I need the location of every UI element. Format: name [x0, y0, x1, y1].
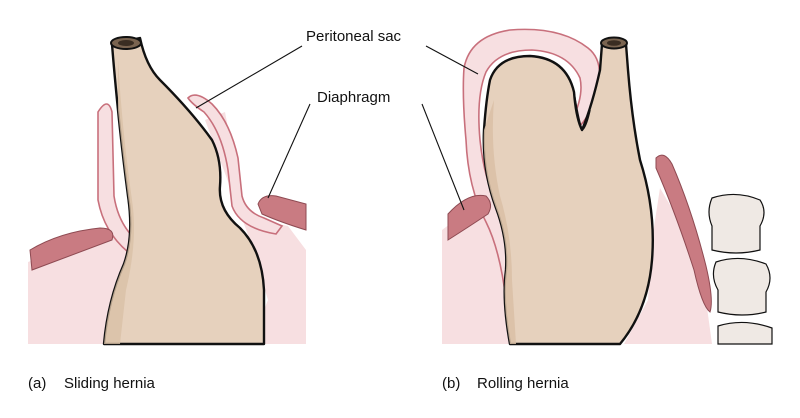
diaphragm-right [257, 195, 307, 231]
caption-b-text: Rolling hernia [477, 375, 569, 392]
label-peritoneal-sac: Peritoneal sac [306, 28, 402, 45]
vertebral-column [708, 193, 773, 345]
vertebra-1 [708, 193, 765, 254]
label-diaphragm: Diaphragm [317, 89, 390, 106]
rolling-sac [462, 28, 601, 301]
leader-diaphragm-a [267, 103, 311, 199]
caption-a-letter: (a) [28, 375, 46, 392]
caption-b-letter: (b) [442, 375, 460, 392]
peritoneal-space-b-right [624, 188, 712, 344]
leader-peritoneal-sac-b [425, 45, 479, 75]
stomach-rolling-fold [573, 91, 591, 132]
panel-sliding-hernia [28, 36, 307, 346]
diaphragm-left [29, 227, 114, 271]
diaphragm-left-b [447, 194, 492, 241]
vertebra-2 [712, 257, 771, 316]
leader-peritoneal-sac-a [195, 45, 303, 109]
stomach-rolling-shade [483, 100, 516, 344]
sac-fold-right [186, 94, 284, 235]
oesophagus-lumen-a [118, 40, 134, 46]
sac-fold-left [97, 103, 135, 254]
leader-diaphragm-b [421, 103, 465, 211]
oesophagus-lumen-b [607, 40, 621, 46]
vertebra-3 [717, 321, 773, 345]
diaphragm-right-b [655, 154, 712, 313]
stomach-sliding-shade [104, 60, 134, 344]
panel-rolling-hernia [442, 28, 773, 346]
caption-a-text: Sliding hernia [64, 375, 156, 392]
